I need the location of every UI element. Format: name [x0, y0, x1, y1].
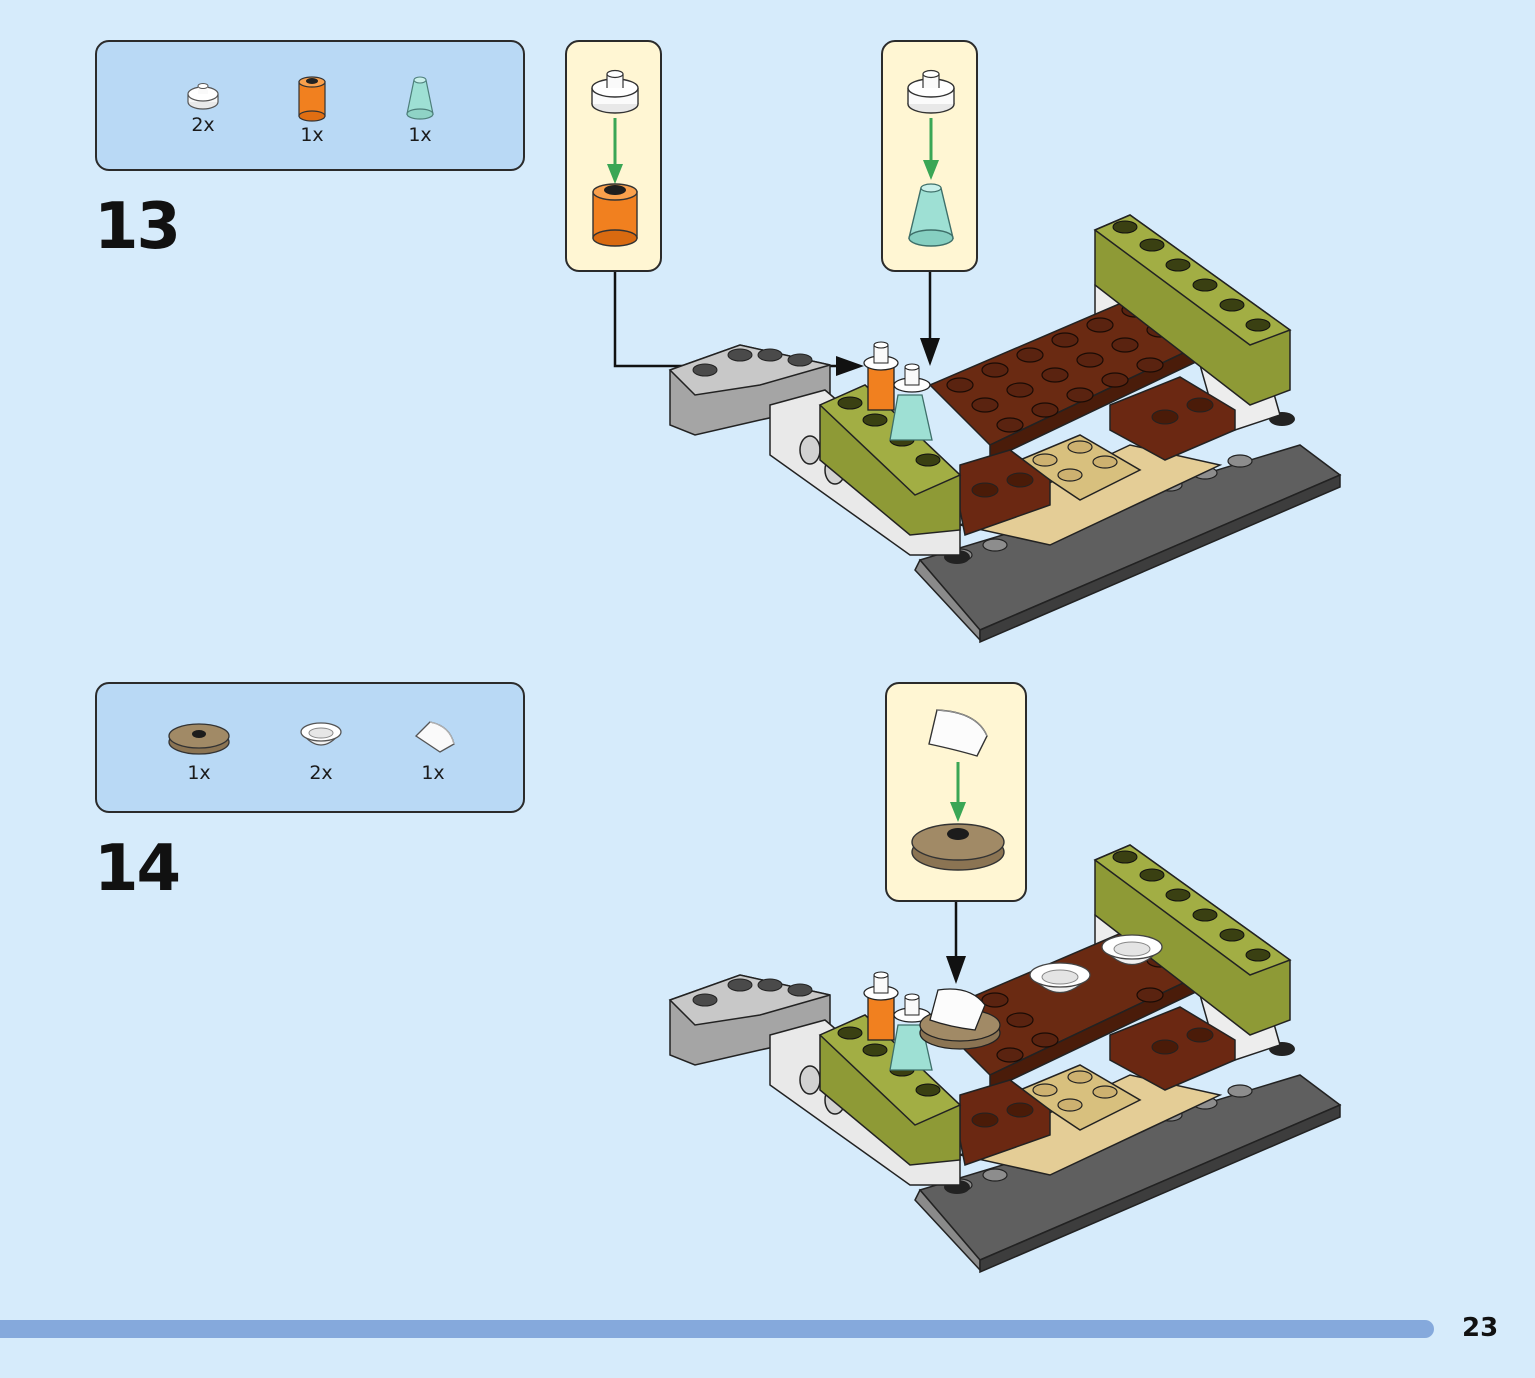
step-number-13: 13 — [94, 190, 181, 264]
callout-white-plate-on-cone — [881, 40, 978, 272]
part-qty: 1x — [421, 762, 445, 784]
callout-diagram — [591, 69, 639, 247]
step-14-model — [668, 844, 1342, 1274]
model-olive-bricks — [818, 844, 1292, 1166]
model-added-dishes — [1029, 934, 1163, 994]
part-qty: 2x — [309, 762, 333, 784]
part-curved-slope-white: 1x — [393, 712, 473, 784]
part-cone-trans-light-blue: 1x — [380, 72, 460, 146]
model-brown-plate — [928, 294, 1202, 462]
callout-diagram — [907, 69, 955, 247]
part-qty: 1x — [187, 762, 211, 784]
round-tile-dark-tan-icon — [168, 723, 230, 755]
model-tan-tiles — [957, 1064, 1223, 1176]
callout-diagram — [911, 709, 1005, 871]
model-base-plate — [914, 412, 1342, 644]
part-dish-white: 2x — [281, 712, 361, 784]
page-number: 23 — [1462, 1313, 1499, 1343]
model-olive-bricks — [818, 214, 1292, 536]
dish-white-icon — [300, 722, 342, 746]
curved-slope-white-icon — [414, 721, 455, 753]
callout-slope-on-round-tile — [885, 682, 1027, 902]
part-qty: 1x — [408, 124, 432, 146]
model-brown-bricks — [959, 376, 1236, 536]
model-added-bottles — [863, 341, 933, 441]
round-brick-orange-icon — [298, 76, 326, 122]
part-round-tile-dark-tan: 1x — [159, 712, 239, 784]
step-13-parts-box: 2x 1x 1x — [95, 40, 525, 171]
step-14-parts-box: 1x 2x 1x — [95, 682, 525, 813]
callout-white-plate-on-orange-brick — [565, 40, 662, 272]
part-round-plate-white: 2x — [163, 72, 243, 136]
model-tan-tiles — [957, 434, 1223, 546]
cone-trans-light-blue-icon — [406, 76, 434, 120]
step-13-model — [668, 214, 1342, 644]
page-progress-bar — [0, 1320, 1434, 1338]
round-plate-white-icon — [187, 83, 219, 110]
part-qty: 1x — [300, 124, 324, 146]
step-number-14: 14 — [94, 832, 181, 906]
model-brown-bricks — [959, 1006, 1236, 1166]
model-added-tile-and-slope — [919, 988, 1001, 1050]
part-qty: 2x — [191, 114, 215, 136]
part-round-brick-orange: 1x — [272, 72, 352, 146]
